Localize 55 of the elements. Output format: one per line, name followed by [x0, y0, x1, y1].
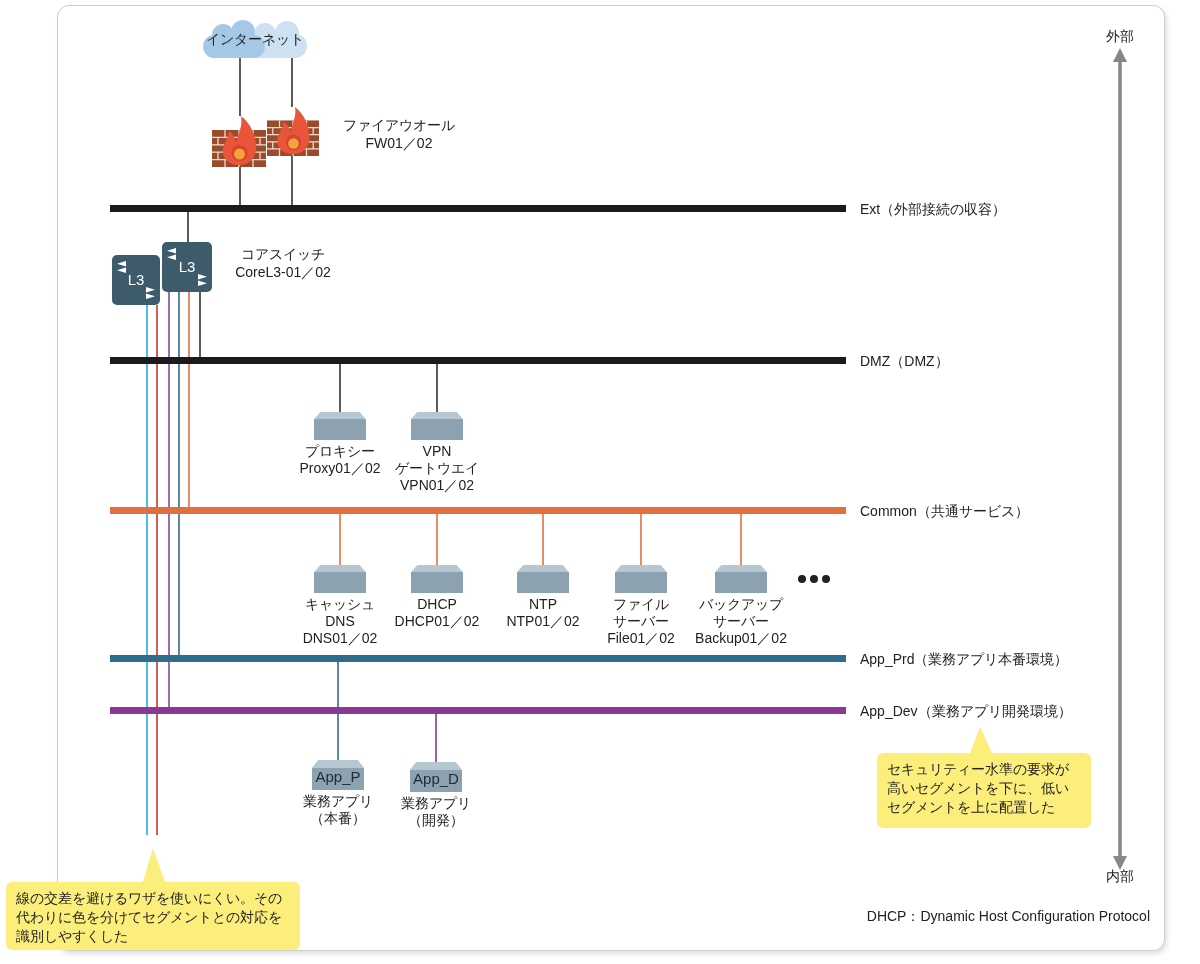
- connector-line: [740, 513, 742, 566]
- segment-label: Common（共通サービス）: [860, 501, 1029, 520]
- direction-label: 内部: [1106, 867, 1134, 885]
- segment-label: App_Dev（業務アプリ開発環境）: [860, 701, 1072, 720]
- connector-line: [291, 155, 293, 206]
- host-name: DNS01／02: [302, 630, 378, 647]
- connector-line: [239, 166, 241, 206]
- server-block: App_P: [312, 760, 364, 790]
- host-name: FW01／02: [365, 134, 433, 152]
- connector-line: [542, 513, 544, 566]
- host-name: Backup01／02: [695, 630, 787, 647]
- connector-line: [337, 661, 339, 761]
- connector-line: [199, 291, 201, 358]
- device-name: ファイアウオール: [343, 116, 455, 134]
- connector-line: [640, 513, 642, 566]
- server-name: VPN ゲートウエイ: [395, 443, 479, 477]
- server-name: DHCP: [417, 596, 457, 613]
- server-name: NTP: [529, 596, 557, 613]
- callout-text: セキュリティー水準の要求が高いセグメントを下に、低いセグメントを上に配置した: [887, 760, 1070, 817]
- direction-label: 外部: [1106, 27, 1134, 45]
- server-block: App_D: [410, 762, 462, 792]
- switch-label: L3: [127, 271, 145, 289]
- callout-text: 線の交差を避けるワザを使いにくい。その代わりに色を分けてセグメントとの対応を識別しやすくした: [16, 889, 283, 946]
- connector-line: [436, 363, 438, 413]
- host-name: Proxy01／02: [299, 460, 381, 477]
- server-name: プロキシー: [305, 443, 375, 460]
- host-name: VPN01／02: [400, 477, 474, 494]
- segment-label: Ext（外部接続の収容）: [860, 199, 1007, 218]
- connector-line: [168, 291, 170, 708]
- host-name: DHCP01／02: [394, 613, 480, 630]
- server-role: 業務アプリ（本番）: [302, 793, 374, 827]
- connector-line: [436, 513, 438, 566]
- host-name: NTP01／02: [506, 613, 580, 630]
- footnote: DHCP：Dynamic Host Configuration Protocol: [866, 907, 1150, 925]
- connector-line: [239, 57, 241, 117]
- connector-line: [178, 291, 180, 656]
- connector-line: [291, 57, 293, 108]
- host-name: File01／02: [607, 630, 675, 647]
- connector-line: [187, 211, 189, 243]
- segment-label: App_Prd（業務アプリ本番環境）: [860, 649, 1069, 668]
- switch-label: L3: [178, 258, 196, 276]
- connector-line: [188, 291, 190, 508]
- server-role: 業務アプリ（開発）: [400, 795, 472, 829]
- segment-label: DMZ（DMZ）: [860, 351, 949, 370]
- connector-line: [339, 363, 341, 413]
- connector-line: [339, 513, 341, 566]
- host-name: CoreL3-01／02: [235, 263, 331, 281]
- server-name: ファイルサーバー: [612, 596, 670, 630]
- connector-line: [156, 304, 158, 836]
- server-name: キャッシュ DNS: [305, 596, 375, 630]
- cloud-label: インターネット: [206, 30, 304, 48]
- connector-line: [146, 304, 148, 836]
- server-name: バックアップサーバー: [698, 596, 785, 630]
- device-name: コアスイッチ: [241, 245, 325, 263]
- connector-line: [435, 713, 437, 763]
